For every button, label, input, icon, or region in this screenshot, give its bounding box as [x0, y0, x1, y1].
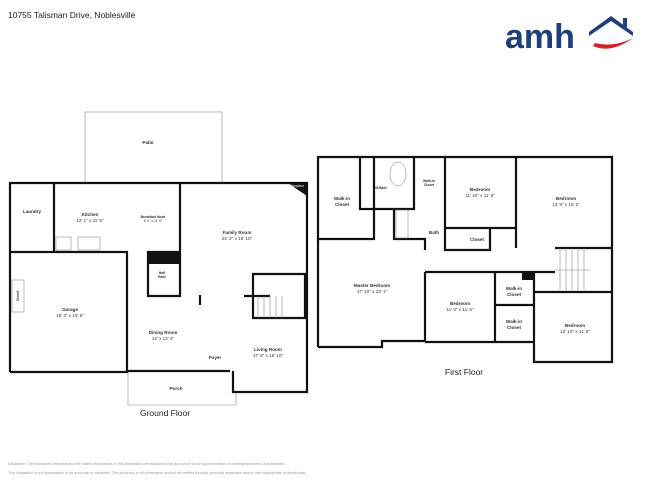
room-dims: 19' 3" x 19' 9" — [56, 313, 84, 318]
room-name: Dining Room — [148, 330, 178, 335]
room-dims: 13' 8" x 15' 2" — [552, 202, 580, 207]
patio-outline — [84, 111, 223, 184]
first-floor-plan — [316, 155, 614, 364]
stairs-icon — [257, 296, 283, 318]
bathtub-icon — [389, 161, 407, 187]
ground-floor-label: Ground Floor — [139, 408, 191, 418]
first-floor-label: First Floor — [444, 367, 484, 377]
room-dims: 11' 5" x 11' 5" — [446, 307, 474, 312]
room-name: Master Bedroom — [353, 283, 391, 288]
closet-outline — [11, 279, 25, 313]
room-dims: 6' 4" x 11' 5" — [143, 219, 163, 223]
room-master-bath: M.Bath — [375, 186, 386, 190]
room-laundry: Laundry — [23, 209, 41, 215]
property-address: 10755 Talisman Drive, Noblesville — [8, 10, 136, 20]
room-name: Walk-in Closet — [423, 178, 435, 187]
room-name: Fireplace — [290, 183, 304, 188]
room-name: Closet — [15, 290, 20, 302]
room-name: M.Bath — [375, 185, 387, 190]
room-name: Closet — [469, 237, 485, 242]
room-name: Foyer — [208, 355, 222, 360]
room-name: Patio — [142, 140, 154, 145]
fireplace-icon — [288, 183, 307, 196]
room-foyer: Foyer — [209, 355, 222, 361]
room-walk-in-closet: Walk-in Closet — [330, 196, 354, 208]
room-name: Walk-in Closet — [505, 319, 523, 330]
room-name: Bedroom — [555, 196, 577, 201]
room-name: Bedroom — [469, 187, 491, 192]
room-walk-in-closet: Walk-in Closet — [419, 179, 439, 187]
svg-text:amh: amh — [505, 18, 575, 55]
room-patio: Patio — [142, 140, 153, 146]
room-bath: Bath — [429, 230, 439, 236]
room-name: Garage — [62, 307, 78, 312]
room-name: Bedroom — [564, 323, 586, 328]
room-walk-in-closet: Walk-in Closet — [502, 319, 526, 331]
room-name: Kitchen — [81, 212, 99, 217]
room-name: Bath — [428, 230, 440, 235]
ground-floor-walls — [8, 181, 309, 394]
room-closet: Closet — [16, 291, 20, 301]
room-walk-in-closet: Walk-in Closet — [502, 286, 526, 298]
room-name: Living Room — [254, 347, 282, 352]
room-name: Family Room — [222, 230, 252, 235]
room-fireplace: Fireplace — [290, 184, 304, 188]
room-half-bath: Half Bath — [157, 271, 167, 279]
stove-icon — [77, 236, 101, 251]
room-name: Walk-in Closet — [505, 286, 523, 297]
room-name: Walk-in Closet — [333, 196, 351, 207]
room-name: Breakfast Nook — [140, 214, 166, 219]
half-bath-closet-fill — [148, 252, 180, 264]
room-name: Bedroom — [449, 301, 471, 306]
stairs-icon-first — [555, 248, 590, 290]
first-floor-walls — [316, 155, 614, 364]
room-dims: 12' x 12' 4" — [151, 336, 175, 341]
disclaimer-line-2: This illustration is not guaranteed to b… — [8, 471, 307, 475]
room-name: Half Bath — [158, 270, 166, 279]
closet-fill — [522, 272, 534, 280]
room-dims: 12' 1" x 11' 5" — [76, 218, 104, 223]
ground-floor-plan — [8, 111, 309, 406]
room-dims: 17' 10" x 23' 1" — [356, 289, 388, 294]
room-name: Porch — [169, 386, 183, 391]
room-name: Laundry — [22, 209, 42, 214]
amh-logo: amh — [505, 16, 633, 55]
room-dims: 17' 6" x 15' 10" — [252, 353, 284, 358]
bathtub-icon-2 — [395, 209, 409, 239]
porch-outline — [127, 371, 237, 406]
washer-icon — [55, 236, 72, 251]
room-dims: 21' 2" x 18' 10" — [221, 236, 253, 241]
disclaimer-line-1: Disclaimer: The floorplans depicted and … — [8, 462, 286, 466]
room-dims: 11' 10" x 11' 8" — [465, 193, 495, 198]
room-closet: Closet — [470, 237, 484, 243]
room-dims: 12' 10" x 11' 6" — [560, 329, 590, 334]
room-porch: Porch — [169, 386, 182, 392]
